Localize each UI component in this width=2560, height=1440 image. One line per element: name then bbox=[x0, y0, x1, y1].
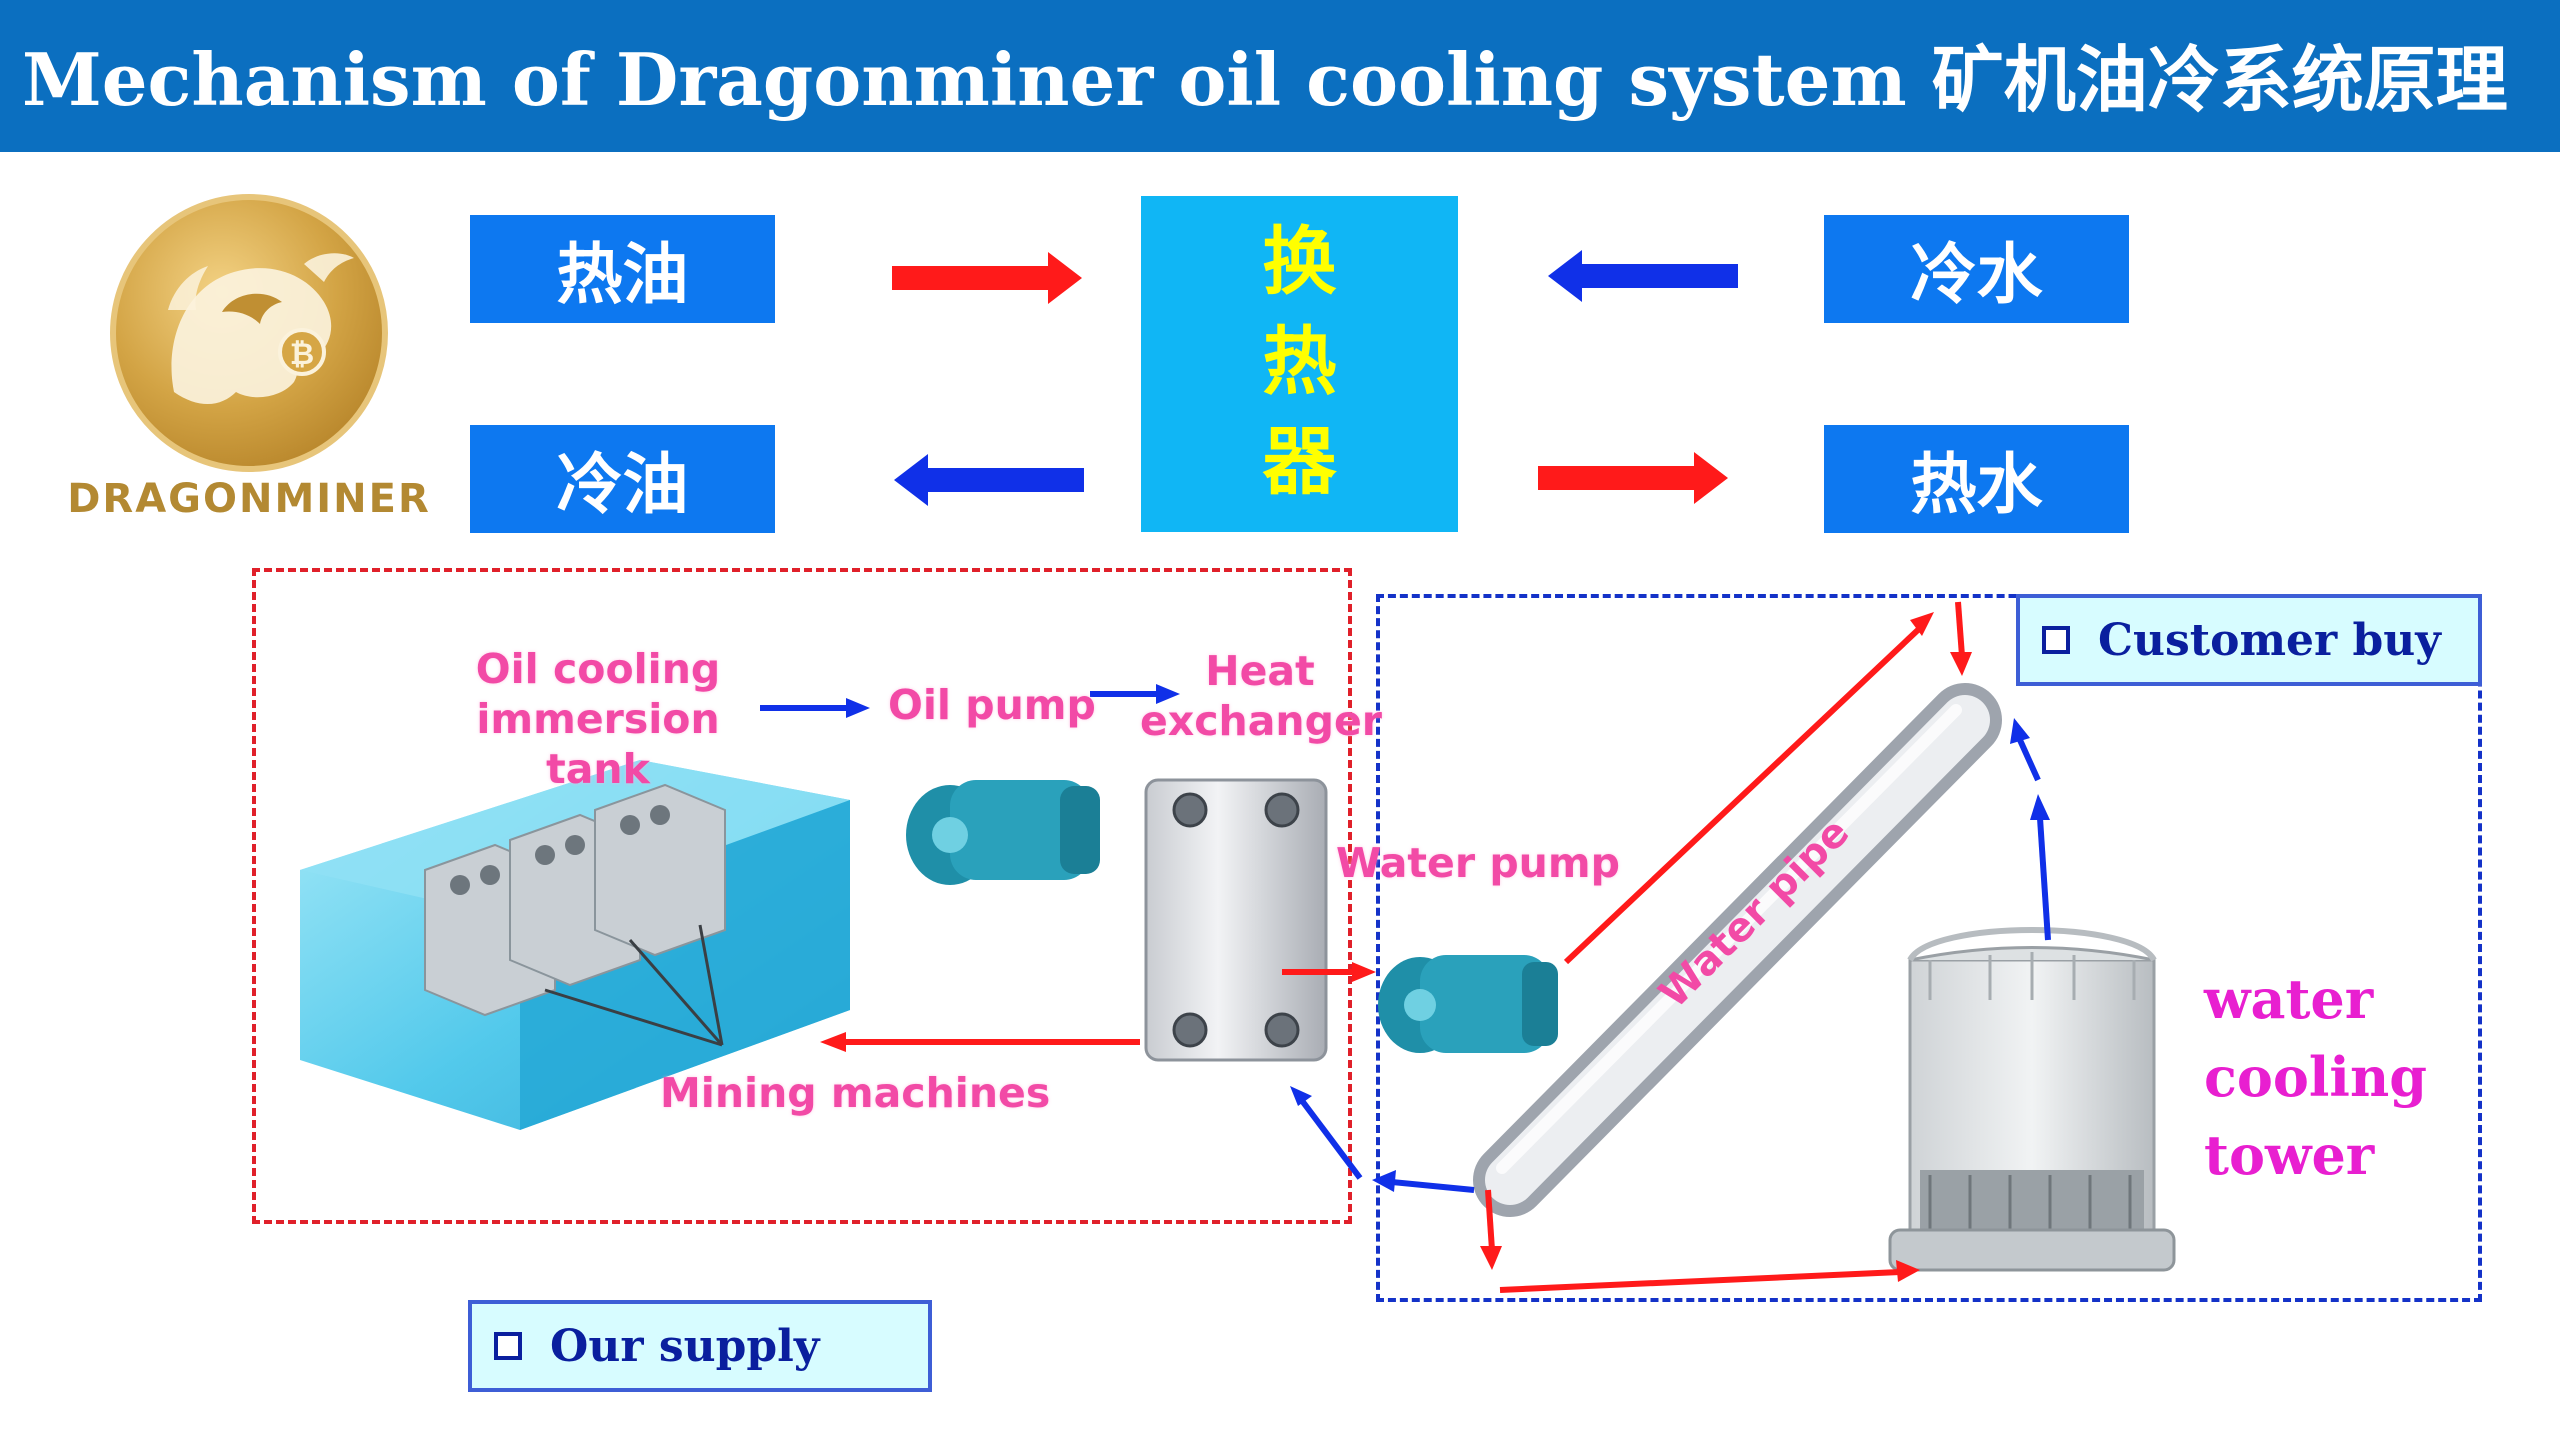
water-pump-label: Water pump bbox=[1336, 839, 1620, 887]
checkbox-square-icon bbox=[2042, 626, 2070, 654]
cold-water-arrow-icon bbox=[1548, 250, 1738, 302]
bottom-to-tower-arrow-icon bbox=[1499, 1260, 1920, 1293]
hot-oil-arrow-icon bbox=[892, 252, 1082, 304]
exchanger-char-2: 热 bbox=[1262, 319, 1337, 405]
tower-label-line-2: cooling bbox=[2204, 1045, 2427, 1109]
customer-buy-legend: Customer buy bbox=[2016, 594, 2482, 686]
customer-buy-frame bbox=[1376, 594, 2482, 1302]
pipe-down-arrow-icon bbox=[1480, 1189, 1502, 1270]
heat-exchanger-label: Heat exchanger bbox=[1140, 647, 1382, 745]
pump-to-tower-arrow-icon bbox=[1563, 612, 1934, 965]
exchanger-to-pump-arrow-icon bbox=[1282, 962, 1376, 982]
tower-up-arrow-icon bbox=[2030, 794, 2051, 941]
our-supply-frame bbox=[252, 568, 1352, 1224]
tower-label-line-3: tower bbox=[2204, 1123, 2375, 1187]
logo-wordmark: DRAGONMINER bbox=[67, 476, 431, 522]
our-supply-label: Our supply bbox=[550, 1320, 820, 1372]
cold-oil-box: 冷油 bbox=[470, 425, 775, 533]
equipment-illustration: Water pipe bbox=[300, 601, 2176, 1293]
plate-heat-exchanger-icon bbox=[1144, 778, 1328, 1062]
water-pump-icon bbox=[1378, 955, 1558, 1053]
oil-pump-label: Oil pump bbox=[888, 681, 1096, 729]
mining-machine-pointers bbox=[544, 924, 724, 1047]
checkbox-square-icon bbox=[494, 1332, 522, 1360]
cold-oil-arrow-icon bbox=[894, 454, 1084, 506]
dragon-bitcoin-coin-logo-icon: ₿ bbox=[110, 194, 388, 472]
page-title: Mechanism of Dragonminer oil cooling sys… bbox=[22, 37, 2508, 122]
water-pipe-label: Water pipe bbox=[1651, 809, 1859, 1017]
exchanger-char-1: 换 bbox=[1262, 219, 1337, 305]
hot-water-arrow-icon bbox=[1538, 452, 1728, 504]
cooling-tower-label: water cooling tower bbox=[2204, 960, 2464, 1194]
top-down-arrow-icon bbox=[1950, 601, 1972, 676]
heat-exchanger-box: 换 热 器 bbox=[1141, 196, 1458, 532]
oil-pump-icon bbox=[906, 780, 1100, 885]
pump-to-exchanger-arrow-icon bbox=[1090, 684, 1180, 704]
return-to-exchanger-arrow-icon bbox=[1290, 1086, 1363, 1180]
tank-to-pump-arrow-icon bbox=[760, 698, 870, 718]
tower-label-line-1: water bbox=[2204, 967, 2374, 1031]
svg-text:₿: ₿ bbox=[290, 337, 314, 372]
hot-water-box: 热水 bbox=[1824, 425, 2129, 533]
hot-oil-box: 热油 bbox=[470, 215, 775, 323]
our-supply-legend: Our supply bbox=[468, 1300, 932, 1392]
exchanger-to-tank-arrow-icon bbox=[820, 1032, 1140, 1052]
oil-tank-label: Oil cooling immersion tank bbox=[475, 645, 721, 793]
customer-buy-label: Customer buy bbox=[2098, 614, 2441, 666]
title-bar bbox=[0, 0, 2560, 152]
pipe-to-pump-arrow-icon bbox=[1372, 1170, 1475, 1193]
tower-to-pipe-arrow-icon bbox=[2010, 718, 2041, 782]
mining-machines-label: Mining machines bbox=[660, 1069, 1051, 1117]
water-pipe-icon bbox=[1473, 683, 2002, 1217]
cold-water-box: 冷水 bbox=[1824, 215, 2129, 323]
immersion-tank-icon bbox=[300, 760, 850, 1130]
cooling-tower-icon bbox=[1888, 927, 2176, 1272]
exchanger-char-3: 器 bbox=[1262, 419, 1337, 505]
